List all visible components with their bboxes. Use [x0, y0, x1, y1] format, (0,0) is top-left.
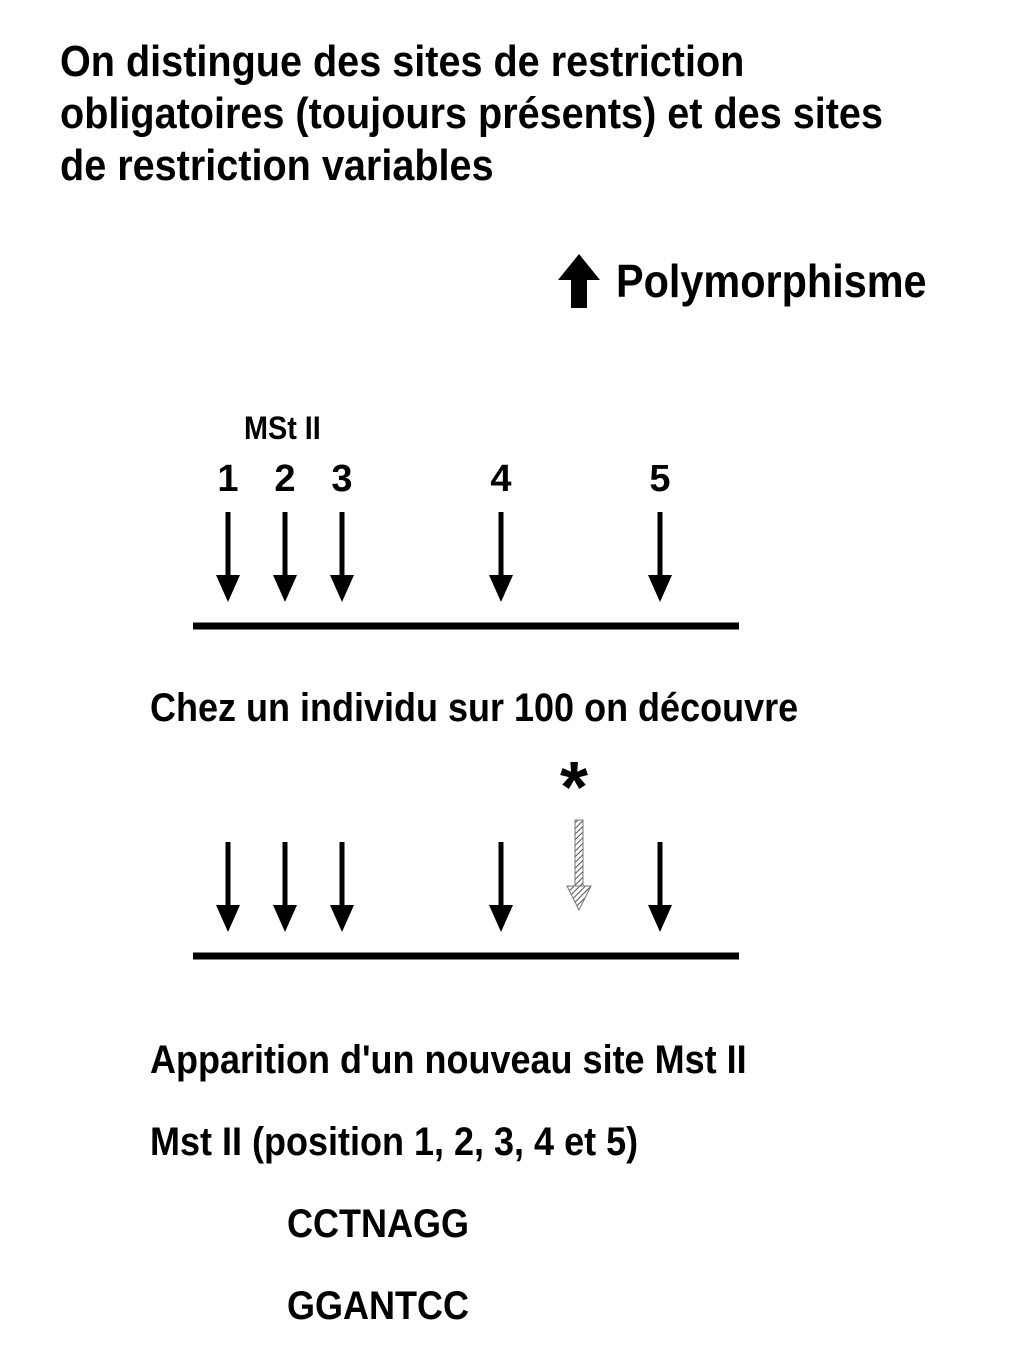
caption-individual: Chez un individu sur 100 on découvre [150, 686, 799, 730]
sequence-bottom: GGANTCC [287, 1284, 469, 1328]
slide-title: On distingue des sites de restriction ob… [60, 36, 906, 192]
title-line-2: obligatoires (toujours présents) et des … [60, 89, 883, 138]
restriction-map-reference [193, 512, 739, 630]
cut-arrow-4 [489, 842, 513, 932]
site-number-1: 1 [217, 458, 239, 500]
caption-positions: Mst II (position 1, 2, 3, 4 et 5) [150, 1120, 639, 1164]
cut-arrow-5 [648, 512, 672, 602]
polymorphism-note: Polymorphisme [556, 252, 961, 310]
site-number-5: 5 [649, 458, 671, 500]
cut-arrow-3 [330, 842, 354, 932]
site-number-3: 3 [331, 458, 353, 500]
site-number-2: 2 [274, 458, 296, 500]
sequence-top: CCTNAGG [287, 1202, 469, 1246]
polymorphism-label: Polymorphisme [616, 255, 927, 307]
cut-arrow-5 [648, 842, 672, 932]
enzyme-label: MSt II [244, 410, 321, 446]
site-number-4: 4 [490, 458, 512, 500]
cut-arrow-2 [273, 842, 297, 932]
cut-arrow-3 [330, 512, 354, 602]
cut-arrow-1 [216, 842, 240, 932]
cut-arrow-2 [273, 512, 297, 602]
title-line-3: de restriction variables [60, 141, 494, 190]
caption-new-site: Apparition d'un nouveau site Mst II [150, 1038, 747, 1082]
new-site-arrow [566, 819, 592, 912]
arrow-up-icon [558, 254, 600, 308]
cut-arrow-4 [489, 512, 513, 602]
restriction-map-variant [193, 819, 739, 960]
new-site-asterisk: * [560, 748, 589, 828]
cut-arrow-1 [216, 512, 240, 602]
title-line-1: On distingue des sites de restriction [60, 37, 745, 86]
